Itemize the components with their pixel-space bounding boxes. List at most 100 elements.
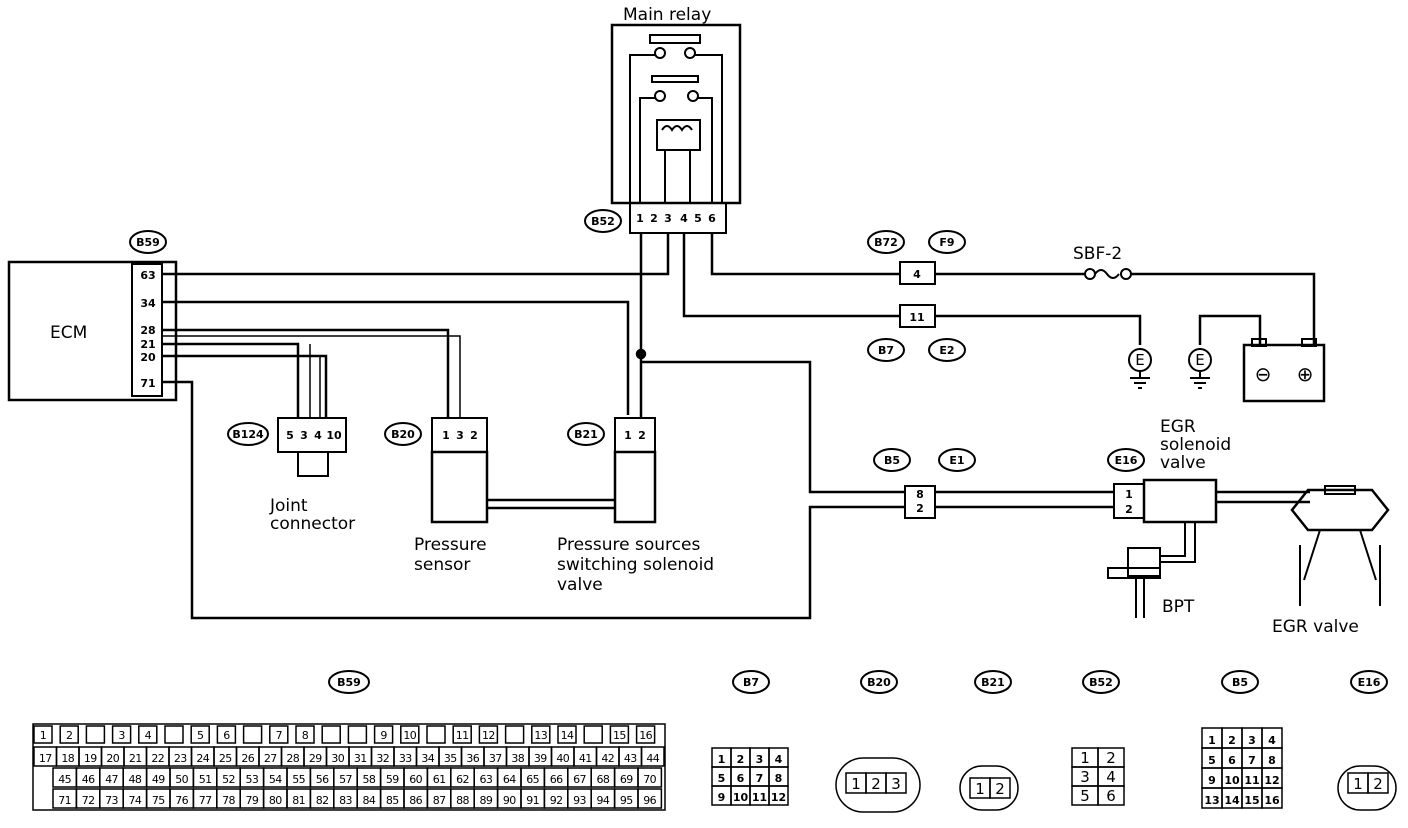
b52-pin: 4 xyxy=(1106,768,1116,786)
b59-pin: 22 xyxy=(151,752,164,765)
b59-pin: 51 xyxy=(199,773,212,786)
b21-connector xyxy=(614,417,656,453)
ecm-pin: 21 xyxy=(140,338,155,351)
b59-pin: 54 xyxy=(269,773,282,786)
battery xyxy=(1242,343,1326,403)
b5-pin: 7 xyxy=(1248,754,1256,767)
b59-pin: 24 xyxy=(196,752,209,765)
b52-pin: 2 xyxy=(1106,749,1116,767)
b72-f9-connector xyxy=(899,261,936,285)
tag-b59: B59 xyxy=(136,236,160,249)
b7-pin: 2 xyxy=(737,753,745,766)
round-connector-shell xyxy=(835,757,921,813)
b59-pin: 79 xyxy=(245,794,258,807)
b59-pin: 41 xyxy=(579,752,592,765)
egr-valve xyxy=(1290,488,1390,532)
b59-cell xyxy=(637,788,663,809)
b59-pin: 4 xyxy=(145,729,152,742)
b59-pin: 6 xyxy=(223,729,230,742)
b59-pin: 62 xyxy=(456,773,469,786)
b59-pin: 89 xyxy=(479,794,492,807)
legend-title-b52: B52 xyxy=(1089,676,1113,689)
b59-cell xyxy=(85,725,106,744)
egr-solenoid-label: solenoid xyxy=(1160,435,1231,455)
b52-pin: 4 xyxy=(680,212,688,225)
b52-pin: 2 xyxy=(650,212,658,225)
e16-pin: 2 xyxy=(1125,503,1133,516)
b59-pin: 36 xyxy=(466,752,479,765)
b20-pin: 2 xyxy=(470,429,478,442)
pressure-sensor-label: sensor xyxy=(414,555,470,575)
pressure-sources-switching-solenoid-valve xyxy=(613,450,657,524)
b124-pin: 3 xyxy=(300,429,308,442)
b59-pin: 9 xyxy=(380,729,387,742)
b59-pin: 52 xyxy=(222,773,235,786)
b59-cell xyxy=(321,725,341,744)
b59-pin: 50 xyxy=(175,773,188,786)
b59-pin: 60 xyxy=(409,773,422,786)
b59-cell xyxy=(242,725,263,744)
b5-pin: 14 xyxy=(1224,794,1240,807)
b59-pin: 87 xyxy=(433,794,446,807)
tag-b52: B52 xyxy=(591,215,615,228)
b21-pin: 2 xyxy=(638,429,646,442)
b5-pin: 2 xyxy=(1228,734,1236,747)
b7-pin: 6 xyxy=(737,772,745,785)
tag-b21: B21 xyxy=(574,428,598,441)
b59-cell xyxy=(426,725,446,744)
e16-pin: 1 xyxy=(1353,775,1363,793)
b59-pin: 17 xyxy=(39,752,52,765)
b59-legend-connector xyxy=(32,723,666,811)
tag-b7: B7 xyxy=(878,344,894,357)
b59-pin: 78 xyxy=(222,794,235,807)
b5-pin: 5 xyxy=(1208,754,1216,767)
b59-cell xyxy=(400,725,420,744)
legend-title-e16: E16 xyxy=(1358,676,1381,689)
joint-connector-label: connector xyxy=(270,514,355,534)
battery-negative: ⊖ xyxy=(1255,362,1272,386)
b59-pin: 85 xyxy=(386,794,399,807)
pssv-label: valve xyxy=(557,575,603,595)
ecm-pin: 63 xyxy=(140,269,155,282)
b59-pin: 1 xyxy=(40,729,46,742)
b59-cell xyxy=(164,725,184,744)
b20-cell xyxy=(885,772,907,794)
joint-connector-label: Joint xyxy=(269,496,308,516)
b52-pin: 5 xyxy=(1080,787,1090,805)
b52-pin: 6 xyxy=(708,212,716,225)
b5-e1-pin: 2 xyxy=(916,502,924,515)
b7-pin: 3 xyxy=(756,753,764,766)
b59-pin: 80 xyxy=(269,794,282,807)
b59-pin: 95 xyxy=(620,794,633,807)
b59-pin: 21 xyxy=(129,752,142,765)
tag-b5: B5 xyxy=(884,454,900,467)
b59-cell xyxy=(609,725,630,744)
b59-pin: 77 xyxy=(199,794,212,807)
b59-pin: 45 xyxy=(58,773,71,786)
b59-pin: 72 xyxy=(82,794,95,807)
b59-pin: 84 xyxy=(362,794,375,807)
ground-label: E xyxy=(1135,351,1144,369)
tag-e2: E2 xyxy=(939,344,954,357)
b59-pin: 20 xyxy=(106,752,119,765)
b21-pin: 2 xyxy=(995,780,1005,798)
sbf-label: SBF-2 xyxy=(1073,244,1122,264)
b59-pin: 76 xyxy=(175,794,188,807)
b59-pin: 83 xyxy=(339,794,352,807)
b5-pin: 13 xyxy=(1204,794,1219,807)
legend-title-b5: B5 xyxy=(1232,676,1248,689)
b59-cell xyxy=(640,746,665,767)
b59-pin: 7 xyxy=(276,729,283,742)
ecm-pin: 34 xyxy=(140,297,156,310)
b59-pin: 38 xyxy=(511,752,524,765)
battery-positive: ⊕ xyxy=(1297,362,1314,386)
b59-cell xyxy=(347,725,368,744)
b20-pin: 2 xyxy=(871,775,881,793)
b59-cell xyxy=(557,725,577,744)
b20-pin: 1 xyxy=(851,775,861,793)
b59-cell xyxy=(59,725,79,744)
b59-pin: 11 xyxy=(456,729,469,742)
e16-pin: 2 xyxy=(1373,775,1383,793)
tag-f9: F9 xyxy=(939,236,954,249)
b59-pin: 23 xyxy=(174,752,187,765)
